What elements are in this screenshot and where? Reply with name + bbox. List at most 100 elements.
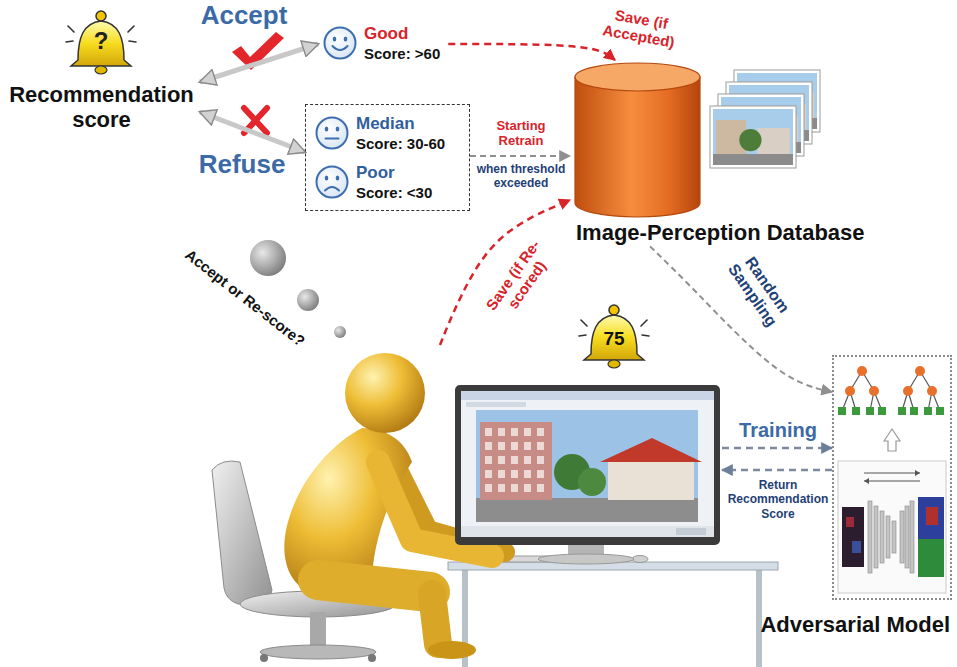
bell-clapper <box>608 360 620 368</box>
flow-arrow <box>470 155 570 157</box>
smiley-face <box>317 118 348 149</box>
tree-leaf <box>852 407 860 415</box>
cnn-layer <box>892 521 896 553</box>
flow-arrow <box>650 246 832 392</box>
tree-leaf <box>898 407 906 415</box>
tree-leaf <box>878 407 886 415</box>
bell-ray <box>642 335 649 336</box>
cnn-output <box>918 497 944 577</box>
tree-leaf <box>936 407 944 415</box>
arrow-label: Save (if Accepted) <box>586 3 694 54</box>
score-bell: ?Recommendation score <box>3 4 200 133</box>
building-window <box>524 442 531 450</box>
score-bell-value: 75 <box>584 329 644 350</box>
model-box: Adversarial Model <box>832 355 952 600</box>
cnn-backward-head <box>864 478 869 484</box>
building-window <box>498 470 505 478</box>
window-toolbar <box>466 402 526 407</box>
screen-roof <box>600 438 702 462</box>
screen-building <box>480 422 552 500</box>
refused-group: MedianScore: 30-60PoorScore: <30 <box>305 104 470 211</box>
tree-node <box>927 386 937 396</box>
building-window <box>537 456 544 464</box>
bell-clapper <box>95 66 107 74</box>
bell-ray <box>129 41 136 42</box>
cnn-backward <box>864 481 920 482</box>
tree-leaf <box>910 407 918 415</box>
up-arrow <box>884 429 900 451</box>
model-illustration <box>834 357 950 598</box>
score-range: Score: >60 <box>364 44 440 64</box>
flow-arrow <box>722 447 832 450</box>
smiley-icon <box>314 164 350 200</box>
window-titlebar <box>461 391 714 400</box>
building-window <box>511 484 518 492</box>
figure-head <box>345 353 425 433</box>
building-window <box>524 428 531 436</box>
smiley-eye <box>325 175 329 180</box>
arrow-label: Starting Retrain <box>473 119 569 149</box>
figure-thigh <box>318 580 430 592</box>
building-window <box>498 456 505 464</box>
cylinder-top <box>575 63 700 91</box>
smiley-eye <box>336 175 340 180</box>
building-window <box>498 484 505 492</box>
arrow-label: Save (if Re-scored) <box>479 231 561 329</box>
smiley-eye <box>344 36 348 41</box>
rating-name: Poor <box>356 162 432 183</box>
arrow-label: Refuse <box>199 150 286 180</box>
flow-arrow <box>448 44 615 60</box>
smiley-face <box>325 28 356 59</box>
chair-caster <box>368 654 376 662</box>
photo-road <box>713 154 793 165</box>
building-window <box>537 442 544 450</box>
building-window <box>485 456 492 464</box>
node-title: Image-Perception Database <box>576 220 865 246</box>
bell-body <box>71 21 131 66</box>
building-window <box>485 484 492 492</box>
arrow-label: Random Sampling <box>723 247 798 333</box>
score-range: Score: 30-60 <box>356 134 445 154</box>
rating-item: MedianScore: 30-60 <box>310 108 453 158</box>
tree-node <box>845 386 855 396</box>
thought-bubble <box>250 240 286 276</box>
cnn-layer <box>874 506 878 568</box>
building-window <box>485 470 492 478</box>
user-monitor: 75 <box>440 300 722 565</box>
chair-post <box>310 612 326 650</box>
figure-shin <box>432 594 438 644</box>
flow-arrow <box>440 200 570 345</box>
tree-node <box>915 366 925 376</box>
building-window <box>485 442 492 450</box>
smiley-icon <box>322 25 358 61</box>
bell-ray <box>641 320 647 326</box>
window-button <box>676 528 706 535</box>
arrow-label: Return Recommendation Score <box>726 478 830 521</box>
tree-leaf <box>838 407 846 415</box>
building-window <box>524 456 531 464</box>
bell-ray <box>128 26 134 32</box>
bell-ray <box>66 41 73 42</box>
building-window <box>537 484 544 492</box>
cnn-input-patch <box>846 517 854 527</box>
tree-node <box>857 366 867 376</box>
figure-foot <box>428 641 476 659</box>
smiley-icon <box>314 115 350 151</box>
cnn-input <box>842 507 864 567</box>
screen-house <box>608 460 694 500</box>
cnn-layer <box>886 516 890 558</box>
rating-name: Median <box>356 113 445 134</box>
flow-arrow <box>200 112 305 152</box>
smiley-eye <box>325 126 329 131</box>
score-range: Score: <30 <box>356 183 432 203</box>
monitor-base <box>538 554 634 564</box>
building-window <box>511 442 518 450</box>
tree-node <box>869 386 879 396</box>
photo-tree <box>739 129 761 151</box>
photo-sky <box>713 109 793 165</box>
building-window <box>498 442 505 450</box>
cnn-input-patch <box>852 541 861 553</box>
thought-text: Accept or Re-score? <box>182 246 309 351</box>
cnn-layer <box>905 506 909 568</box>
smiley-eye <box>333 36 337 41</box>
